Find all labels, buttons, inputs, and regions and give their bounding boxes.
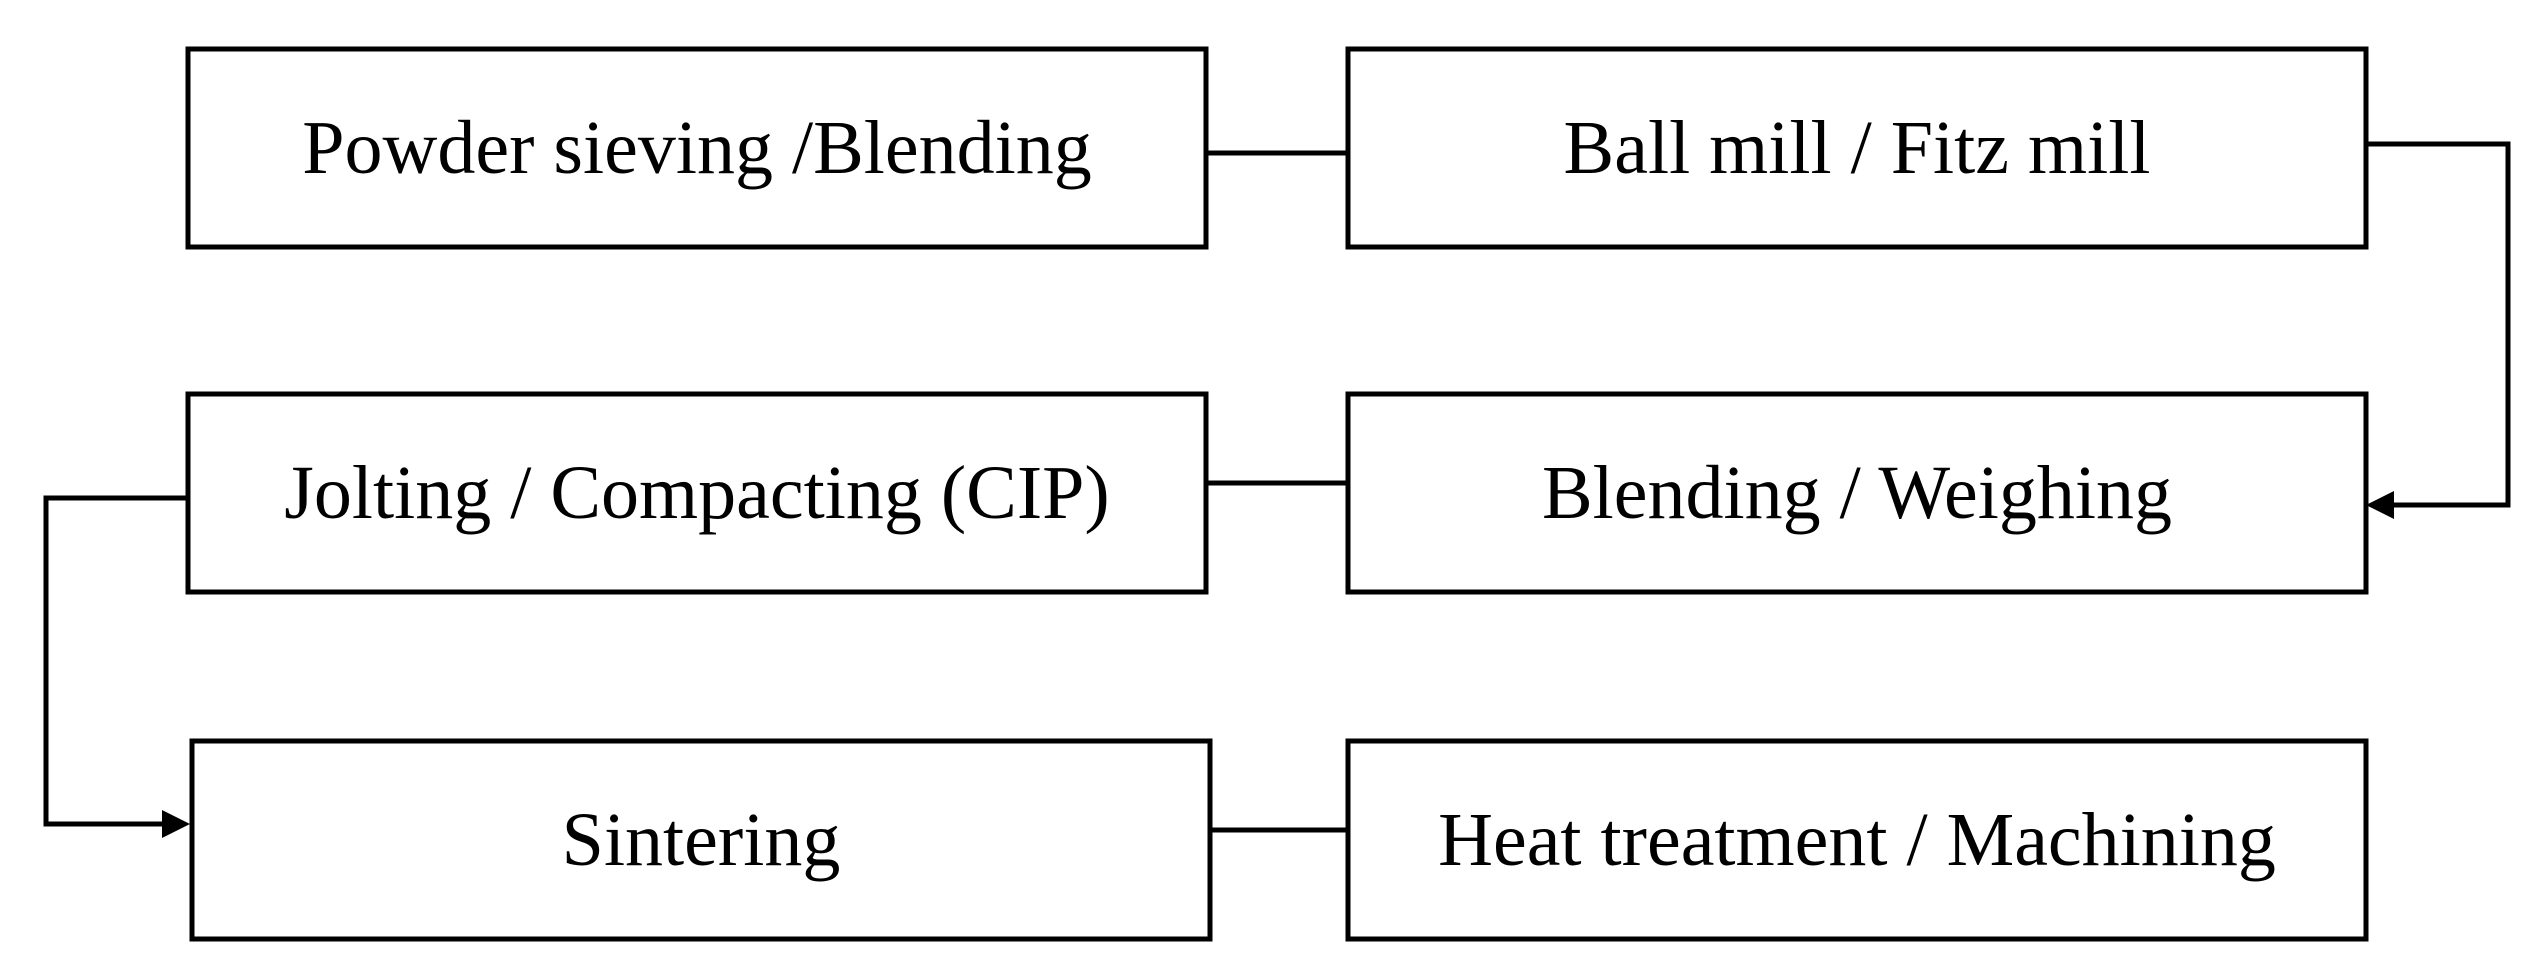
step-sintering: Sintering <box>189 738 1213 942</box>
step-label: Powder sieving /Blending <box>302 106 1092 190</box>
step-label: Jolting / Compacting (CIP) <box>284 451 1109 535</box>
step-label: Heat treatment / Machining <box>1438 798 2276 882</box>
step-label: Sintering <box>562 798 841 882</box>
arrowhead-into-blending <box>2366 491 2394 519</box>
step-blending-weighing: Blending / Weighing <box>1345 391 2369 595</box>
step-powder-sieving: Powder sieving /Blending <box>185 46 1209 250</box>
step-box <box>1345 46 2369 250</box>
step-label: Ball mill / Fitz mill <box>1564 106 2151 190</box>
step-jolting-compacting: Jolting / Compacting (CIP) <box>185 391 1209 595</box>
step-ball-mill: Ball mill / Fitz mill <box>1345 46 2369 250</box>
step-box <box>185 391 1209 595</box>
connector-jolting-to-sintering <box>43 495 188 827</box>
connector-ball-mill-to-blending <box>2366 141 2511 508</box>
arrowhead-into-sintering <box>162 810 190 838</box>
step-label: Blending / Weighing <box>1542 451 2172 535</box>
step-box <box>185 46 1209 250</box>
step-box <box>1345 391 2369 595</box>
step-box <box>1345 738 2369 942</box>
step-heat-treatment: Heat treatment / Machining <box>1345 738 2369 942</box>
step-box <box>189 738 1213 942</box>
